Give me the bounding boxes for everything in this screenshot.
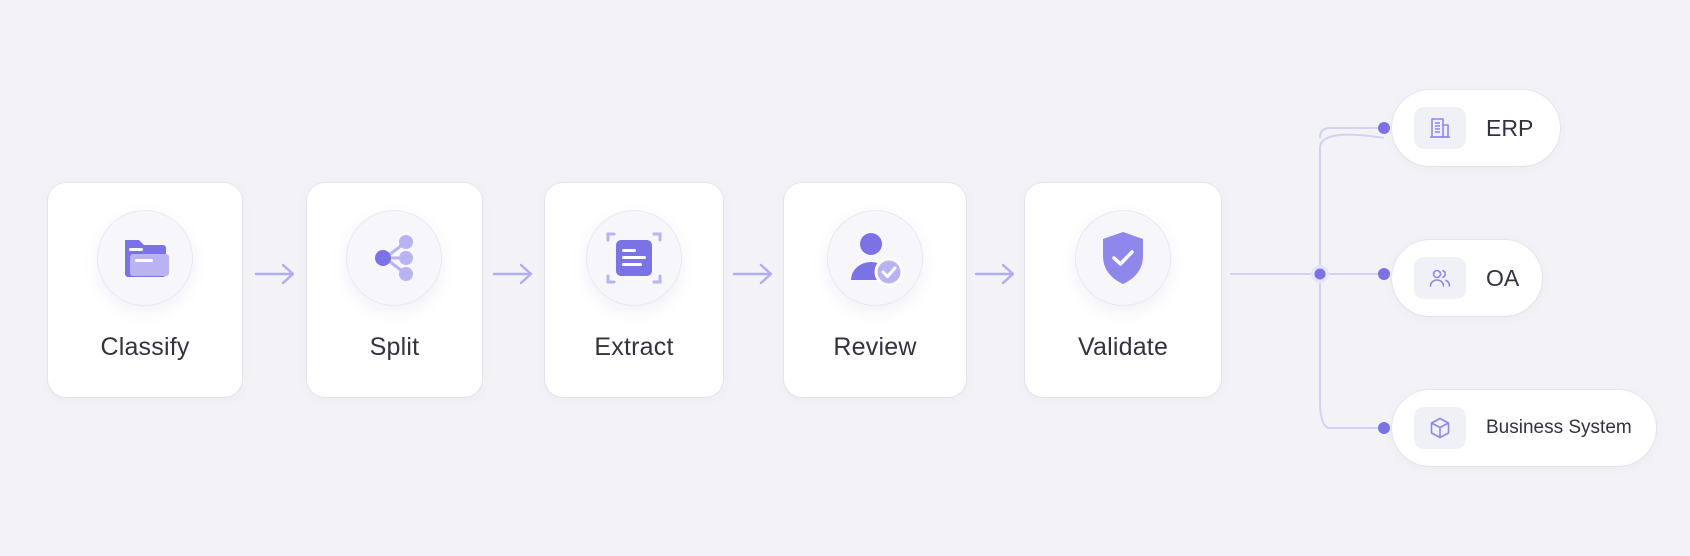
target-oa[interactable]: OA [1392, 240, 1542, 316]
step-card-split[interactable]: Split [307, 183, 482, 397]
step-label-validate: Validate [1077, 333, 1169, 361]
arrow-2 [492, 263, 533, 285]
branch-connector [1230, 127, 1385, 429]
step-card-validate[interactable]: Validate [1025, 183, 1221, 397]
target-label-erp: ERP [1486, 115, 1534, 141]
oa-icon-box [1414, 257, 1466, 299]
review-icon-badge [827, 210, 923, 306]
split-icon-badge [346, 210, 442, 306]
arrow-4 [974, 263, 1015, 285]
business-system-icon-box [1414, 407, 1466, 449]
building-icon [1430, 118, 1450, 138]
users-icon [1429, 269, 1451, 287]
step-card-classify[interactable]: Classify [48, 183, 242, 397]
shield-check-icon [1103, 232, 1143, 284]
step-card-extract[interactable]: Extract [545, 183, 723, 397]
validate-icon-badge [1075, 210, 1171, 306]
arrow-3 [732, 263, 773, 285]
target-label-business-system: Business System [1486, 417, 1632, 438]
folder-icon [125, 240, 169, 277]
step-label-classify: Classify [100, 333, 190, 361]
target-business-system[interactable]: Business System [1392, 390, 1656, 466]
erp-connector-dot [1378, 122, 1390, 134]
step-card-review[interactable]: Review [784, 183, 966, 397]
cube-icon [1430, 417, 1450, 439]
step-label-split: Split [369, 333, 420, 361]
classify-icon-badge [97, 210, 193, 306]
arrow-1 [254, 263, 295, 285]
erp-icon-box [1414, 107, 1466, 149]
target-erp[interactable]: ERP [1392, 90, 1560, 166]
branch-junction-dot-core [1314, 268, 1326, 280]
target-label-oa: OA [1486, 265, 1520, 291]
step-label-review: Review [833, 333, 917, 361]
extract-icon-badge [586, 210, 682, 306]
oa-connector-dot [1378, 268, 1390, 280]
document-scan-icon [606, 232, 662, 284]
split-icon [375, 235, 413, 281]
user-check-icon [851, 233, 904, 287]
step-label-extract: Extract [594, 333, 674, 361]
business-system-connector-dot [1378, 422, 1390, 434]
